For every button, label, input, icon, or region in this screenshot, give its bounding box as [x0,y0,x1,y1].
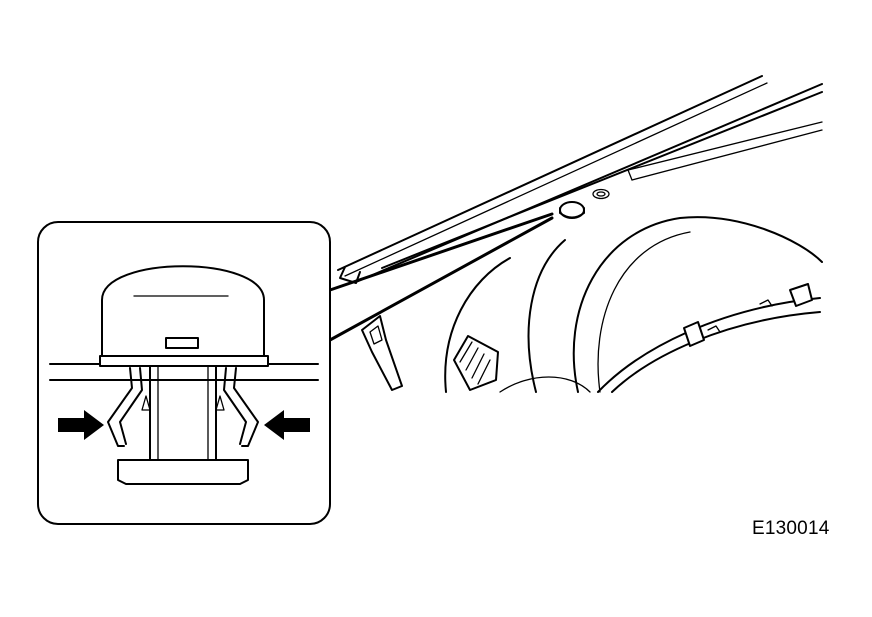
sensor-clip-detail-icon [37,221,331,525]
figure-id-label: E130014 [752,518,830,539]
leader-lines [328,212,554,342]
dashboard-clips [683,283,813,347]
steering-wheel-rim [499,297,821,393]
sensor-on-dashboard [559,188,610,219]
press-arrow-icon [58,410,310,440]
dashboard-top [381,91,823,269]
air-vent [453,335,499,391]
cluster-hood [444,216,823,393]
windscreen-edge [337,75,823,284]
a-pillar-trim [361,315,403,391]
